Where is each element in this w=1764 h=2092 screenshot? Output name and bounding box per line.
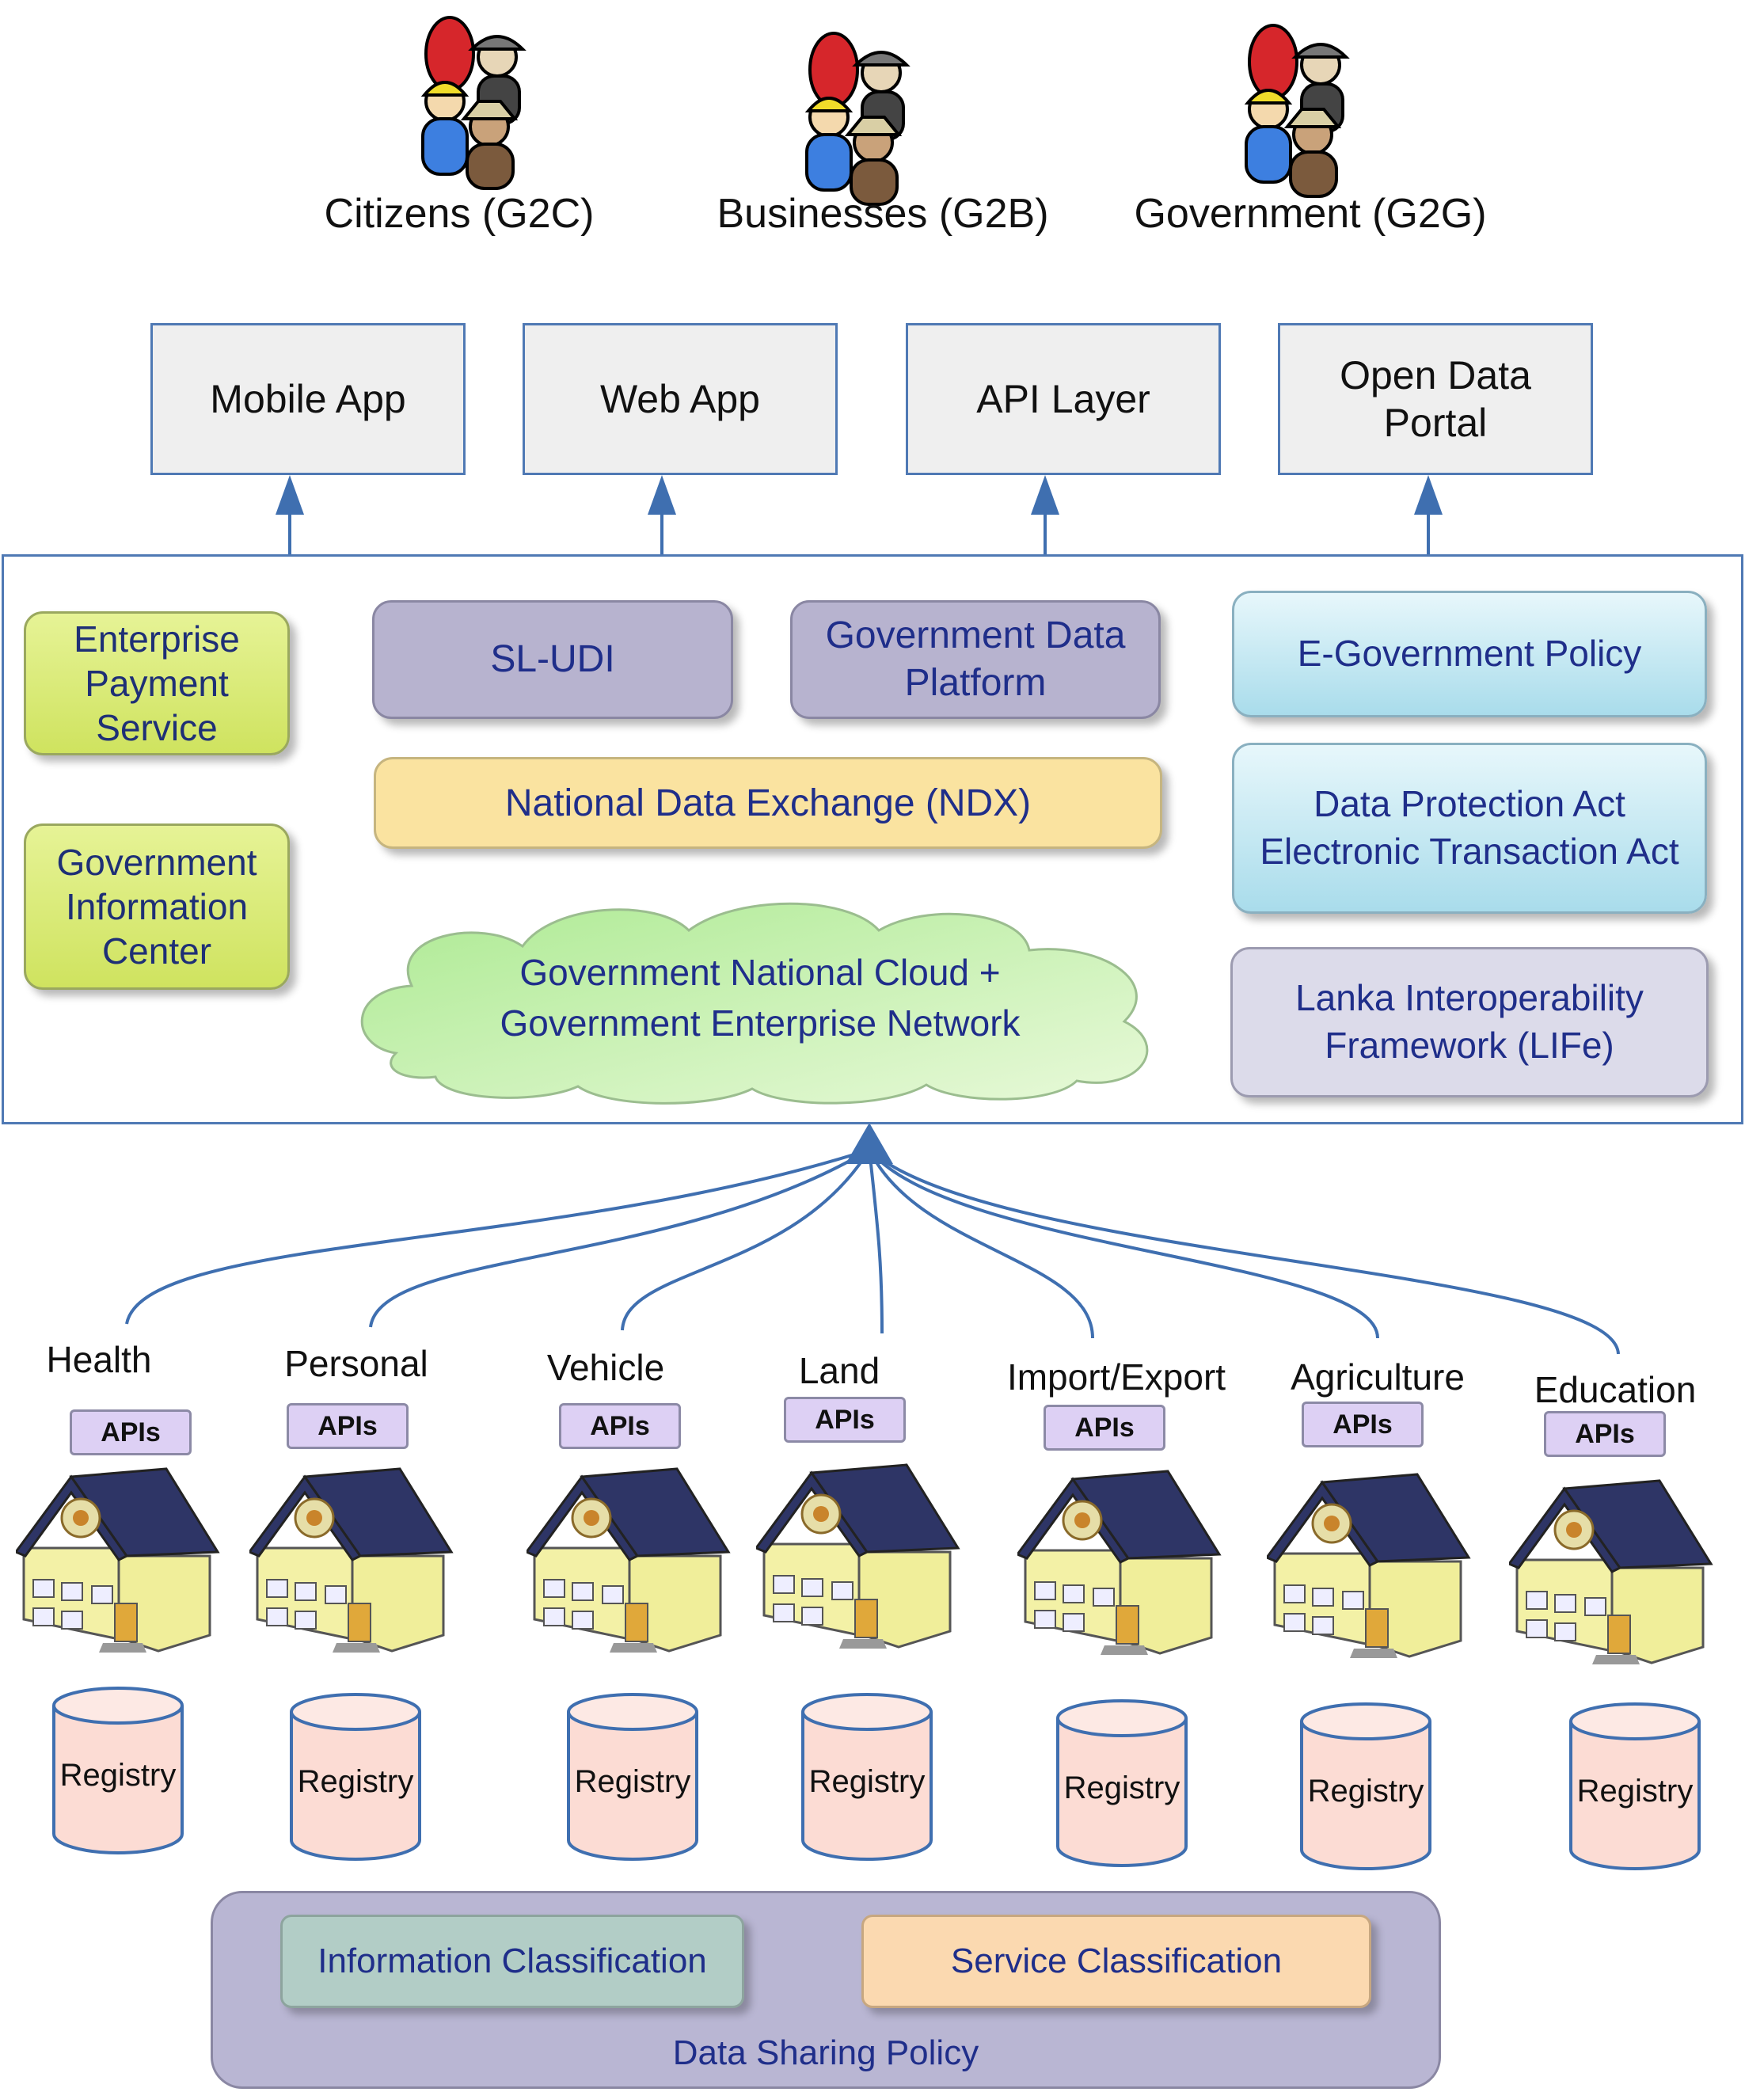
api-badge: APIs bbox=[1544, 1411, 1666, 1457]
channel-web-app: Web App bbox=[523, 323, 838, 475]
curve-agriculture bbox=[868, 1148, 1379, 1339]
arrowhead-open-data-portal bbox=[1414, 475, 1443, 515]
registry-database-icon bbox=[801, 1693, 933, 1861]
government-building-icon bbox=[756, 1463, 960, 1649]
channel-arrows bbox=[288, 507, 1430, 554]
api-badge: APIs bbox=[1044, 1405, 1165, 1451]
actor-label: Citizens (G2C) bbox=[324, 191, 595, 237]
channel-api-layer: API Layer bbox=[906, 323, 1221, 475]
sl-udi: SL-UDI bbox=[372, 600, 733, 719]
registry-label: Registry bbox=[1307, 1774, 1424, 1809]
domain-label: Education bbox=[1534, 1369, 1697, 1410]
channel-open-data-portal: Open Data Portal bbox=[1278, 323, 1593, 475]
domain-vehicle: Vehicle APIs Registry bbox=[491, 1330, 731, 1869]
government-cloud-network: Government National Cloud + Government E… bbox=[500, 951, 1021, 1044]
actor-label: Government (G2G) bbox=[1134, 191, 1487, 237]
actor-government: Government (G2G) bbox=[1104, 8, 1516, 245]
people-group-icon bbox=[420, 16, 527, 190]
government-information-center: Government Information Center bbox=[24, 823, 290, 990]
data-sharing-policy-label: Data Sharing Policy bbox=[672, 2033, 979, 2072]
registry-arrows bbox=[125, 1148, 1620, 1355]
domain-label: Land bbox=[798, 1350, 880, 1391]
api-badge: APIs bbox=[287, 1403, 409, 1449]
arrowhead-web-app bbox=[648, 475, 676, 515]
channel-mobile-app: Mobile App bbox=[150, 323, 466, 475]
e-government-policy: E-Government Policy bbox=[1232, 591, 1707, 717]
curve-education bbox=[868, 1148, 1620, 1355]
actor-businesses: Businesses (G2B) bbox=[677, 8, 1089, 245]
registry-label: Registry bbox=[297, 1764, 414, 1799]
domain-land: Land APIs Registry bbox=[720, 1330, 960, 1869]
registry-label: Registry bbox=[1576, 1774, 1694, 1809]
arrowhead-api-layer bbox=[1031, 475, 1059, 515]
registry-database-icon bbox=[1300, 1702, 1431, 1870]
registry-database-icon bbox=[52, 1687, 184, 1854]
curve-health bbox=[125, 1148, 870, 1325]
domain-import-export: Import/Export APIs Registry bbox=[982, 1330, 1251, 1869]
people-group-icon bbox=[804, 32, 911, 206]
people-figures bbox=[804, 32, 911, 206]
api-badge: APIs bbox=[559, 1403, 681, 1449]
channel-arrowheads bbox=[276, 475, 1443, 515]
registry-label: Registry bbox=[59, 1758, 177, 1793]
domain-label: Agriculture bbox=[1291, 1356, 1465, 1398]
government-building-icon bbox=[16, 1467, 220, 1653]
arrowhead-platform bbox=[846, 1123, 893, 1164]
domain-label: Vehicle bbox=[546, 1347, 665, 1388]
government-building-icon bbox=[1017, 1470, 1222, 1655]
domain-personal: Personal APIs Registry bbox=[238, 1330, 475, 1869]
enterprise-payment-service: Enterprise Payment Service bbox=[24, 611, 290, 755]
government-building-icon bbox=[527, 1467, 731, 1653]
domain-label: Personal bbox=[284, 1343, 428, 1384]
registry-label: Registry bbox=[808, 1764, 926, 1799]
api-badge: APIs bbox=[1302, 1402, 1424, 1447]
actor-citizens: Citizens (G2C) bbox=[253, 8, 665, 245]
people-figures bbox=[420, 16, 527, 190]
government-data-platform: Government Data Platform bbox=[790, 600, 1161, 719]
curve-import-export bbox=[868, 1149, 1094, 1339]
actor-label: Businesses (G2B) bbox=[717, 191, 1049, 237]
domain-education: Education APIs Registry bbox=[1496, 1330, 1734, 1870]
registry-database-icon bbox=[290, 1693, 421, 1861]
registry-label: Registry bbox=[1063, 1771, 1180, 1805]
registry-database-icon bbox=[1569, 1702, 1701, 1870]
registry-label: Registry bbox=[574, 1764, 691, 1799]
arrowhead-mobile-app bbox=[276, 475, 304, 515]
service-classification: Service Classification bbox=[861, 1915, 1371, 2008]
curve-personal bbox=[369, 1148, 871, 1328]
government-building-icon bbox=[1267, 1473, 1471, 1658]
government-building-icon bbox=[249, 1467, 454, 1653]
curve-land bbox=[868, 1149, 884, 1334]
government-building-icon bbox=[1509, 1479, 1713, 1664]
information-classification: Information Classification bbox=[280, 1915, 744, 2008]
national-data-exchange: National Data Exchange (NDX) bbox=[374, 757, 1162, 849]
registry-database-icon bbox=[567, 1693, 698, 1861]
api-badge: APIs bbox=[784, 1397, 906, 1443]
domain-health: Health APIs Registry bbox=[0, 1330, 238, 1869]
people-group-icon bbox=[1244, 24, 1350, 198]
platform-container bbox=[2, 554, 1743, 1124]
curve-vehicle bbox=[621, 1148, 871, 1331]
api-badge: APIs bbox=[70, 1409, 192, 1455]
legislation-acts: Data Protection Act Electronic Transacti… bbox=[1232, 743, 1707, 914]
domain-label: Import/Export bbox=[1006, 1356, 1226, 1398]
registry-database-icon bbox=[1056, 1699, 1188, 1867]
people-figures bbox=[1244, 24, 1350, 198]
lanka-interoperability-framework: Lanka Interoperability Framework (LIFe) bbox=[1230, 947, 1709, 1097]
domain-agriculture: Agriculture APIs Registry bbox=[1259, 1330, 1496, 1870]
cloud-shape bbox=[360, 902, 1149, 1105]
domain-label: Health bbox=[46, 1339, 152, 1380]
